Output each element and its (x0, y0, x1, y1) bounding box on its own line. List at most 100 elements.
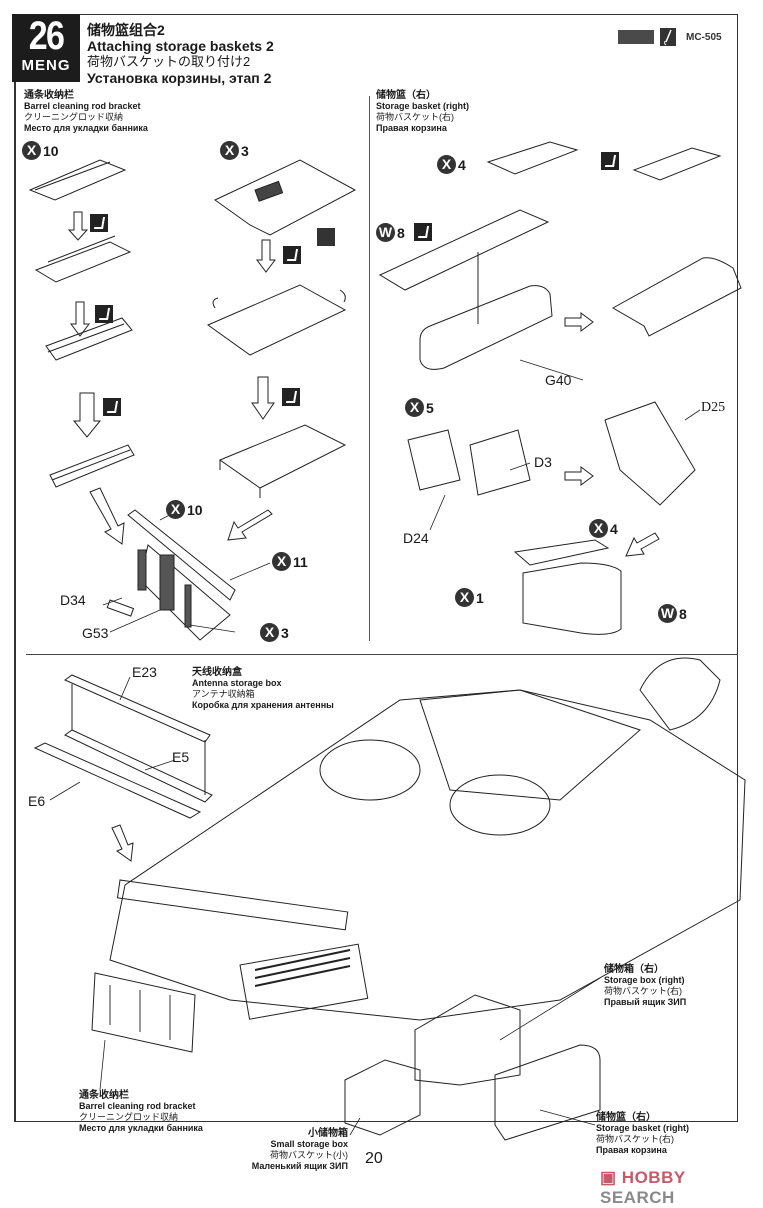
rod-bracket-panel (91, 972, 196, 1053)
caption-zh: 天线收纳盒 (192, 667, 242, 678)
part-type-icon: X (437, 155, 456, 174)
paint-swatch (618, 30, 654, 44)
arrow-down-icon (70, 301, 90, 337)
glue-icon (414, 223, 432, 241)
part-label-d3: D3 (534, 454, 552, 470)
caption-zh: 储物篮（右） (376, 90, 436, 101)
watermark-suffix: SEARCH (600, 1188, 675, 1207)
part-type-icon: X (589, 519, 608, 538)
part-label-d34: D34 (60, 592, 86, 608)
rod-bracket-stage-2 (34, 235, 132, 283)
caption-antenna-box: 天线收纳盒 Antenna storage box アンテナ収納箱 Коробк… (192, 667, 334, 711)
step-title: 储物篮组合2 Attaching storage baskets 2 荷物バスケ… (87, 22, 274, 86)
caption-ja: 荷物バスケット(小) (270, 1150, 348, 1160)
caption-barrel-bracket-top: 通条收纳栏 Barrel cleaning rod bracket クリーニング… (24, 90, 148, 134)
part-type-icon: X (22, 141, 41, 160)
part-label-e6: E6 (28, 793, 46, 809)
brush-icon (660, 28, 676, 46)
caption-ru: Коробка для хранения антенны (192, 700, 334, 710)
caption-zh: 通条收纳栏 (79, 1090, 129, 1101)
arrow-diagonal-icon (111, 824, 134, 862)
part-label-d24: D24 (403, 530, 429, 546)
brand-logo: MENG (21, 57, 71, 74)
part-label-g40: G40 (545, 372, 572, 388)
title-ru: Установка корзины, этап 2 (87, 70, 272, 86)
rod-bracket-stage-3 (45, 317, 133, 361)
quantity-count: 4 (610, 520, 618, 537)
glue-icon (103, 398, 121, 416)
title-zh: 储物篮组合2 (87, 22, 165, 38)
part-type-icon: X (166, 500, 185, 519)
part-type-icon: X (405, 398, 424, 417)
caption-en: Barrel cleaning rod bracket (79, 1101, 196, 1111)
quantity-count: 3 (281, 624, 289, 641)
part-type-icon: X (260, 623, 279, 642)
arrow-down-icon (72, 392, 102, 438)
part-type-icon: X (220, 141, 239, 160)
part-label-e23: E23 (132, 664, 157, 680)
basket-assembly-d25 (604, 401, 696, 506)
caption-ru: Правая корзина (376, 123, 447, 133)
caption-storage-basket-bottom: 储物篮（右） Storage basket (right) 荷物バスケット(右)… (596, 1112, 689, 1156)
quantity-count: 11 (293, 553, 308, 570)
antenna-box-e5 (64, 684, 213, 803)
title-en: Attaching storage baskets 2 (87, 38, 274, 54)
caption-ja: クリーニングロッド収納 (24, 112, 124, 122)
caption-small-box: 小储物箱 Small storage box 荷物バスケット(小) Малень… (230, 1128, 348, 1172)
storage-basket-right (494, 1044, 601, 1141)
part-label-d25: D25 (701, 400, 726, 415)
caption-ru: Место для укладки банника (79, 1123, 203, 1133)
page-number: 20 (365, 1150, 383, 1167)
caption-en: Storage basket (right) (376, 101, 470, 111)
basket-g40 (419, 285, 553, 370)
step-badge: 26 MENG (12, 14, 80, 82)
caption-storage-box-right: 储物箱（右） Storage box (right) 荷物バスケット(右) Пр… (604, 964, 686, 1008)
part-label-e5: E5 (172, 749, 190, 765)
antenna-box-e6 (33, 742, 202, 819)
caption-zh: 储物篮（右） (596, 1112, 656, 1123)
file-tool-icon (317, 228, 335, 246)
caption-zh: 小储物箱 (308, 1128, 348, 1139)
caption-en: Small storage box (270, 1139, 348, 1149)
part-type-icon: W (376, 223, 395, 242)
caption-ja: 荷物バスケット(右) (596, 1134, 674, 1144)
quantity-count: 5 (426, 399, 434, 416)
basket-wrap-plate (378, 209, 550, 324)
caption-ja: アンテナ収納箱 (192, 689, 255, 699)
basket-plate-stage-1 (214, 159, 357, 236)
caption-en: Barrel cleaning rod bracket (24, 101, 141, 111)
quantity-count: 10 (187, 501, 203, 518)
quantity-count: 4 (458, 156, 466, 173)
caption-zh: 储物箱（右） (604, 964, 664, 975)
caption-ru: Место для укладки банника (24, 123, 148, 133)
leader-lines (49, 359, 701, 1136)
arrow-down-icon (67, 211, 89, 241)
rod-bracket-assembly (106, 509, 236, 641)
section-divider-horizontal (26, 654, 738, 655)
watermark: ▣ HOBBY SEARCH (600, 1168, 686, 1207)
caption-ja: 荷物バスケット(右) (376, 112, 454, 122)
quantity-count: 10 (43, 142, 59, 159)
glue-icon (282, 388, 300, 406)
page-frame (14, 14, 738, 1122)
caption-ru: Правый ящик ЗИП (604, 997, 687, 1007)
section-divider-vertical (369, 96, 370, 641)
part-type-icon: X (455, 588, 474, 607)
caption-ja: 荷物バスケット(右) (604, 986, 682, 996)
caption-zh: 通条收纳栏 (24, 90, 74, 101)
arrow-right-icon (564, 466, 594, 486)
quantity-count: 1 (476, 589, 484, 606)
rod-bracket-stage-1 (28, 159, 127, 201)
part-label-g53: G53 (82, 625, 109, 641)
glue-icon (283, 246, 301, 264)
caption-en: Storage box (right) (604, 975, 685, 985)
arrow-right-icon (564, 312, 594, 332)
glue-icon (95, 305, 113, 323)
arrow-diagonal-icon (89, 487, 125, 545)
caption-barrel-bracket-bottom: 通条收纳栏 Barrel cleaning rod bracket クリーニング… (79, 1090, 203, 1134)
